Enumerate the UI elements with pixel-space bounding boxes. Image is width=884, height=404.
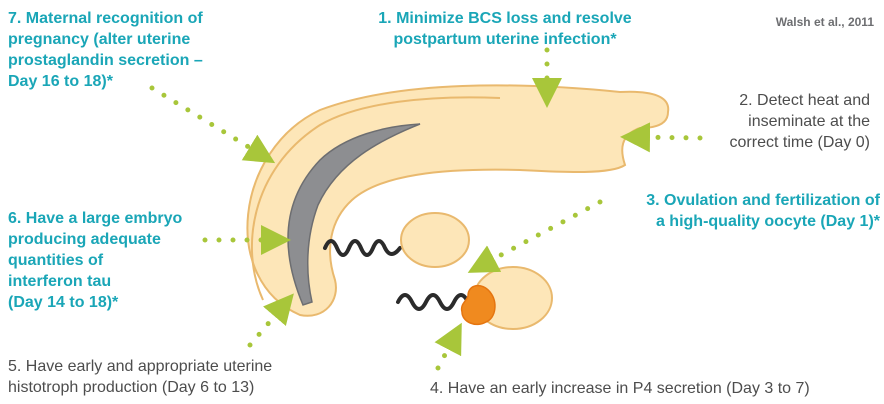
step-2-line-3: correct time (Day 0) bbox=[650, 132, 870, 153]
step-1-line-1: 1. Minimize BCS loss and resolve bbox=[330, 8, 680, 29]
step-7-line-1: 7. Maternal recognition of bbox=[8, 8, 268, 29]
step-3-line-2: a high-quality oocyte (Day 1)* bbox=[585, 211, 880, 232]
step-7-line-2: pregnancy (alter uterine bbox=[8, 29, 268, 50]
step-7-line-3: prostaglandin secretion – bbox=[8, 50, 268, 71]
arrow-icon-step7 bbox=[152, 88, 270, 160]
step-6-line-1: 6. Have a large embryo bbox=[8, 208, 208, 229]
step-6-label: 6. Have a large embryo producing adequat… bbox=[8, 208, 208, 313]
arrow-icon-step4 bbox=[438, 328, 459, 368]
step-3-label: 3. Ovulation and fertilization of a high… bbox=[585, 190, 880, 232]
step-1-line-2: postpartum uterine infection* bbox=[330, 29, 680, 50]
citation: Walsh et al., 2011 bbox=[754, 14, 874, 30]
step-2-label: 2. Detect heat and inseminate at the cor… bbox=[650, 90, 870, 153]
step-2-line-2: inseminate at the bbox=[650, 111, 870, 132]
step-7-label: 7. Maternal recognition of pregnancy (al… bbox=[8, 8, 268, 92]
step-1-label: 1. Minimize BCS loss and resolve postpar… bbox=[330, 8, 680, 50]
corpus-luteum-icon bbox=[462, 286, 495, 325]
step-6-line-4: interferon tau bbox=[8, 271, 208, 292]
step-4-label: 4. Have an early increase in P4 secretio… bbox=[430, 378, 880, 399]
step-7-line-4: Day 16 to 18)* bbox=[8, 71, 268, 92]
step-6-line-5: (Day 14 to 18)* bbox=[8, 292, 208, 313]
step-5-line-1: 5. Have early and appropriate uterine bbox=[8, 356, 348, 377]
step-2-line-1: 2. Detect heat and bbox=[650, 90, 870, 111]
step-4-line-1: 4. Have an early increase in P4 secretio… bbox=[430, 378, 880, 399]
ovary-upper-icon bbox=[401, 213, 469, 267]
step-5-label: 5. Have early and appropriate uterine hi… bbox=[8, 356, 348, 398]
arrow-icon-step3 bbox=[473, 202, 600, 270]
step-6-line-2: producing adequate bbox=[8, 229, 208, 250]
step-3-line-1: 3. Ovulation and fertilization of bbox=[585, 190, 880, 211]
step-6-line-3: quantities of bbox=[8, 250, 208, 271]
step-5-line-2: histotroph production (Day 6 to 13) bbox=[8, 377, 348, 398]
oviduct-upper-icon bbox=[325, 241, 400, 255]
